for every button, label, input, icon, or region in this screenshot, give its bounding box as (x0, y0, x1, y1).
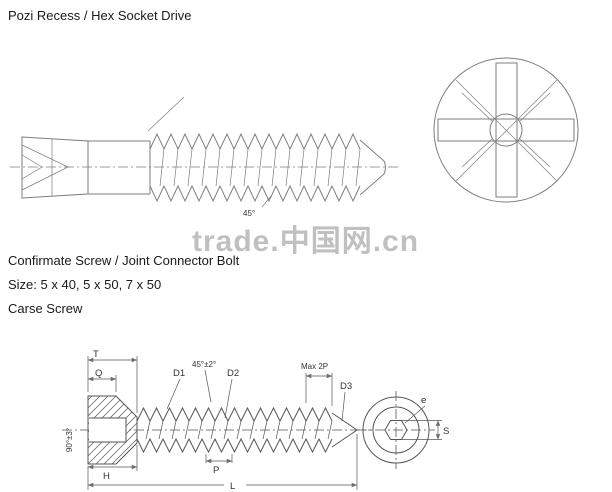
crosshair-lines (357, 391, 435, 469)
dim-s-extension (400, 420, 442, 440)
hex-socket-front-view: S e (357, 391, 449, 469)
dim-max2p-label: Max 2P (301, 362, 328, 371)
tip-angle-label: 45° (243, 209, 255, 218)
shank-lines (88, 140, 151, 195)
screw-tip-outline (359, 139, 386, 196)
top-technical-drawing: 45° (10, 57, 579, 218)
diagonal-cross-lines (455, 79, 558, 182)
thread-top-profile (149, 132, 361, 151)
tip-angle-leader (261, 195, 272, 208)
dim-d1-leader (166, 378, 181, 410)
thread-angle-leader (204, 369, 212, 403)
recess-center-circle (489, 113, 523, 147)
dim-d1-label: D1 (173, 368, 185, 379)
head-angle-label: 90°±3° (65, 428, 74, 452)
hex-socket-outline (89, 417, 127, 443)
thread-bottom-profile (136, 437, 333, 454)
product-sizes: Size: 5 x 40, 5 x 50, 7 x 50 (8, 277, 162, 292)
product-description: Confirmate Screw / Joint Connector Bolt … (8, 253, 239, 325)
extension-lines (87, 356, 358, 490)
head-outer-circle (433, 57, 579, 203)
watermark-text: trade.中国网.cn (192, 225, 420, 258)
dimensioned-side-view: T Q D1 45°±2° D2 Max 2P D3 H P L 90°±3° (62, 349, 372, 492)
dim-d2-label: D2 (227, 368, 239, 379)
dim-s-label: S (443, 426, 449, 437)
screw-head-outline (21, 136, 89, 199)
thread-flank-lines (145, 420, 333, 440)
thread-bottom-profile (149, 184, 361, 203)
product-name: Confirmate Screw / Joint Connector Bolt (8, 253, 240, 268)
dim-d3-label: D3 (340, 381, 352, 392)
hex-socket-hole (89, 418, 126, 442)
dim-e-leader (404, 405, 426, 424)
dim-t-label: T (93, 349, 99, 360)
dim-q-label: Q (95, 368, 102, 379)
dim-d3-leader (341, 391, 346, 422)
thread-angle-label: 45°±2° (192, 360, 216, 369)
head-section-outline (87, 395, 138, 465)
dim-d2-leader (224, 378, 233, 419)
horizontal-slot (437, 118, 575, 142)
leader-line (147, 96, 185, 132)
dim-e-label: e (421, 395, 426, 406)
dim-h-label: H (103, 471, 110, 482)
thread-flank-lines (159, 148, 361, 187)
dim-p-label: P (213, 465, 219, 476)
drive-type-title: Pozi Recess / Hex Socket Drive (8, 8, 192, 23)
star-tick-lines (461, 92, 551, 168)
pozi-recess-front-view (433, 57, 579, 203)
bottom-technical-drawing: T Q D1 45°±2° D2 Max 2P D3 H P L 90°±3° (62, 349, 449, 492)
screw-side-view: 45° (10, 96, 398, 218)
vertical-slot (495, 62, 518, 198)
screw-category: Carse Screw (8, 301, 83, 316)
dim-l-label: L (230, 481, 235, 492)
head-recess-lines (21, 139, 69, 196)
thread-top-profile (136, 406, 333, 423)
